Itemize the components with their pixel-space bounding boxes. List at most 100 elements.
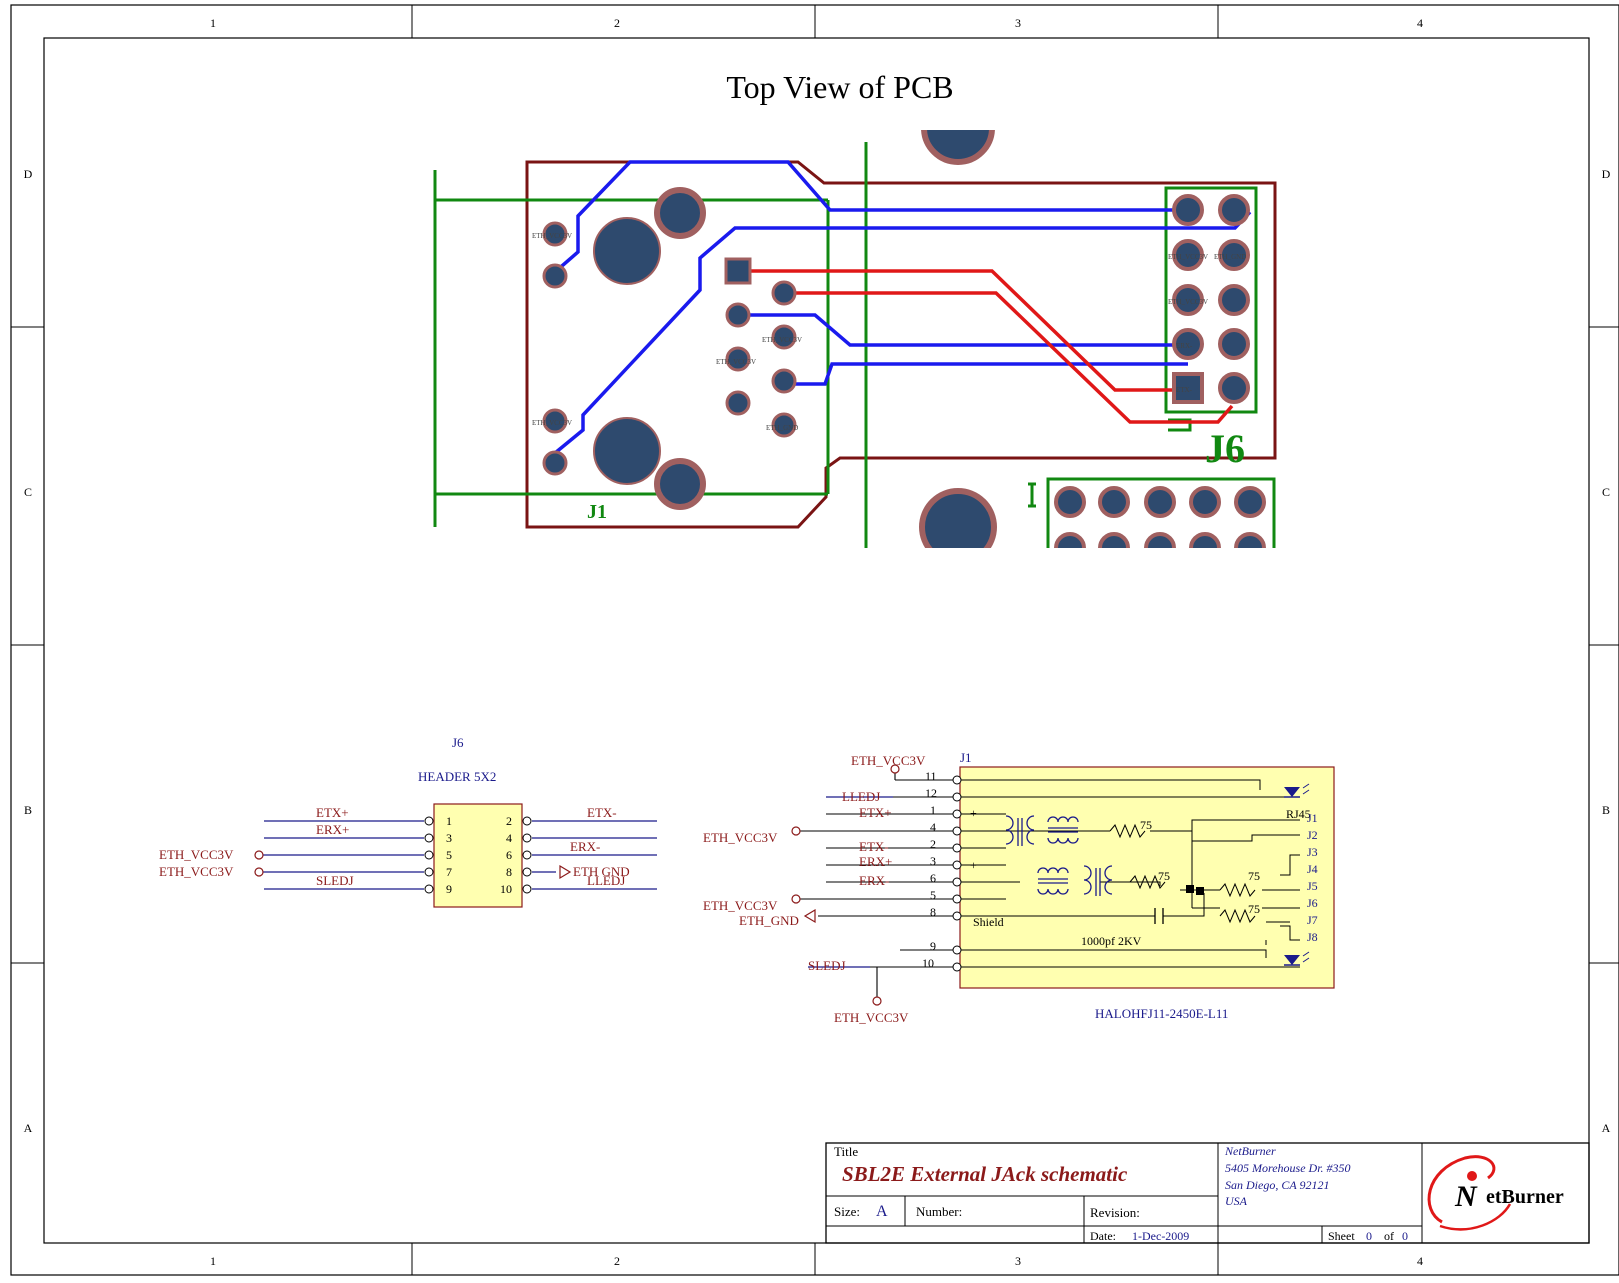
svg-text:N: N (1454, 1180, 1478, 1213)
bottom-layer-traces (738, 269, 1234, 424)
j1-net-eth-vcc3v-bottom: ETH_VCC3V (834, 1010, 909, 1025)
zone-row-c-right: C (1602, 485, 1610, 499)
svg-text:ETH_VCC3V: ETH_VCC3V (1168, 253, 1208, 261)
j6-pin-4: 4 (506, 831, 512, 845)
j1-net-etx-minus: ETX- (859, 839, 889, 854)
header-j6-symbol: J6 HEADER 5X2 1 3 5 7 9 2 4 6 (159, 735, 657, 908)
j1-pin-2: 2 (930, 837, 936, 851)
zone-row-b-right: B (1602, 803, 1610, 817)
j1-contact-j6: J6 (1307, 896, 1318, 910)
logo-text: etBurner (1486, 1186, 1564, 1208)
capacitor-value: 1000pf 2KV (1081, 934, 1142, 948)
svg-text:ETH_GND: ETH_GND (1214, 253, 1246, 261)
j1-contact-j3: J3 (1307, 845, 1318, 859)
net-label-eth-gnd: ETH GND (573, 864, 630, 879)
lower-header-marker (1028, 482, 1036, 508)
net-label-erx-minus: ERX- (570, 839, 600, 854)
number-label: Number: (916, 1204, 962, 1219)
j6-pin-2: 2 (506, 814, 512, 828)
j6-silk-label: J6 (1205, 426, 1245, 471)
j1-pin-5: 5 (930, 888, 936, 902)
polarity-mark-2: + (970, 858, 977, 872)
j6-ref: J6 (452, 735, 464, 750)
net-label-sledj: SLEDJ (316, 873, 354, 888)
j1-net-erx-plus: ERX+ (859, 854, 892, 869)
zone-col-4-bottom: 4 (1417, 1254, 1423, 1268)
j6-pin1-marker (1168, 418, 1192, 432)
junction-2 (1196, 887, 1204, 895)
pads (542, 221, 797, 476)
j1-net-erx-minus: ERX- (859, 873, 889, 888)
resistor-value-4: 75 (1248, 902, 1260, 916)
sheet-frame (10, 4, 1619, 1276)
j6-value: HEADER 5X2 (418, 769, 496, 784)
zone-col-2-bottom: 2 (614, 1254, 620, 1268)
zone-row-c-left: C (24, 485, 32, 499)
led-icon (1284, 951, 1310, 966)
j6-pin-5: 5 (446, 848, 452, 862)
size-value: A (876, 1203, 888, 1220)
j1-body (959, 766, 1335, 989)
zone-col-3-bottom: 3 (1015, 1254, 1021, 1268)
j6-pin-10: 10 (500, 882, 512, 896)
j1-internal-wiring (961, 779, 1300, 968)
net-label-eth-vcc3v-7: ETH_VCC3V (159, 864, 234, 879)
pad-net-labels: ETH_VCC3V ETH_VCC3V ETH_VCC3V ETH_VCC3V … (532, 232, 1246, 432)
j1-net-eth-vcc3v-4: ETH_VCC3V (703, 830, 778, 845)
net-label-eth-vcc3v-5: ETH_VCC3V (159, 847, 234, 862)
j1-net-eth-vcc3v-top: ETH_VCC3V (851, 753, 926, 768)
sheet-title: SBL2E External JAck schematic (842, 1162, 1128, 1186)
svg-text:ETH_VCC3V: ETH_VCC3V (532, 419, 572, 427)
j1-net-sledj: SLEDJ (808, 958, 846, 973)
date-value: 1-Dec-2009 (1132, 1229, 1189, 1243)
sheet-label: Sheet (1328, 1229, 1355, 1243)
j1-pin-12: 12 (925, 786, 937, 800)
j1-pin-9: 9 (930, 939, 936, 953)
sheet-number: 0 (1366, 1229, 1372, 1243)
of-label: of (1384, 1229, 1394, 1243)
zone-col-3-top: 3 (1015, 16, 1021, 30)
revision-label: Revision: (1090, 1205, 1140, 1220)
j1-contact-j1: J1 (1307, 811, 1318, 825)
mounting-holes (593, 130, 997, 548)
zone-labels: 1 2 3 4 1 2 3 4 D C B A D C B A (24, 16, 1611, 1268)
top-layer-traces (553, 160, 1252, 455)
lower-header-silkscreen (1046, 477, 1276, 548)
jack-j1-symbol: J1 HALOHFJ11-2450E-L11 RJ45 (703, 750, 1335, 1025)
net-label-etx-minus: ETX- (587, 805, 617, 820)
title-block: Title SBL2E External JAck schematic Size… (825, 1142, 1590, 1244)
svg-text:ETH_GND: ETH_GND (766, 424, 798, 432)
j6-pin-9: 9 (446, 882, 452, 896)
j1-net-eth-vcc3v-5: ETH_VCC3V (703, 898, 778, 913)
j1-resistors (1109, 823, 1256, 924)
zone-col-2-top: 2 (614, 16, 620, 30)
rj45-label: RJ45 (1286, 807, 1311, 821)
polarity-mark-1: + (970, 806, 977, 820)
svg-text:ERX-: ERX- (1176, 342, 1193, 350)
lower-header-pads (1054, 486, 1266, 548)
netburner-logo: N etBurner (1427, 1155, 1564, 1231)
j1-contact-j4: J4 (1307, 862, 1318, 876)
j1-contact-j2: J2 (1307, 828, 1318, 842)
j6-pin-7: 7 (446, 865, 452, 879)
pcb-layout: J1 J6 (433, 130, 1277, 548)
j6-pin-1: 1 (446, 814, 452, 828)
j1-ref: J1 (960, 750, 972, 765)
j1-pin-3: 3 (930, 854, 936, 868)
j1-pin-1: 1 (930, 803, 936, 817)
net-label-etx-plus: ETX+ (316, 805, 349, 820)
j6-pin-6: 6 (506, 848, 512, 862)
j1-capacitor (1154, 908, 1164, 924)
zone-col-4-top: 4 (1417, 16, 1423, 30)
company-name: NetBurner (1224, 1144, 1276, 1158)
zone-row-a-right: A (1602, 1121, 1611, 1135)
j1-contact-j5: J5 (1307, 879, 1318, 893)
company-country: USA (1225, 1194, 1248, 1208)
j1-net-eth-gnd: ETH_GND (739, 913, 799, 928)
sheet-total: 0 (1402, 1229, 1408, 1243)
j6-pin-3: 3 (446, 831, 452, 845)
zone-row-d-left: D (24, 167, 33, 181)
svg-text:ETH_VCC3V: ETH_VCC3V (532, 232, 572, 240)
